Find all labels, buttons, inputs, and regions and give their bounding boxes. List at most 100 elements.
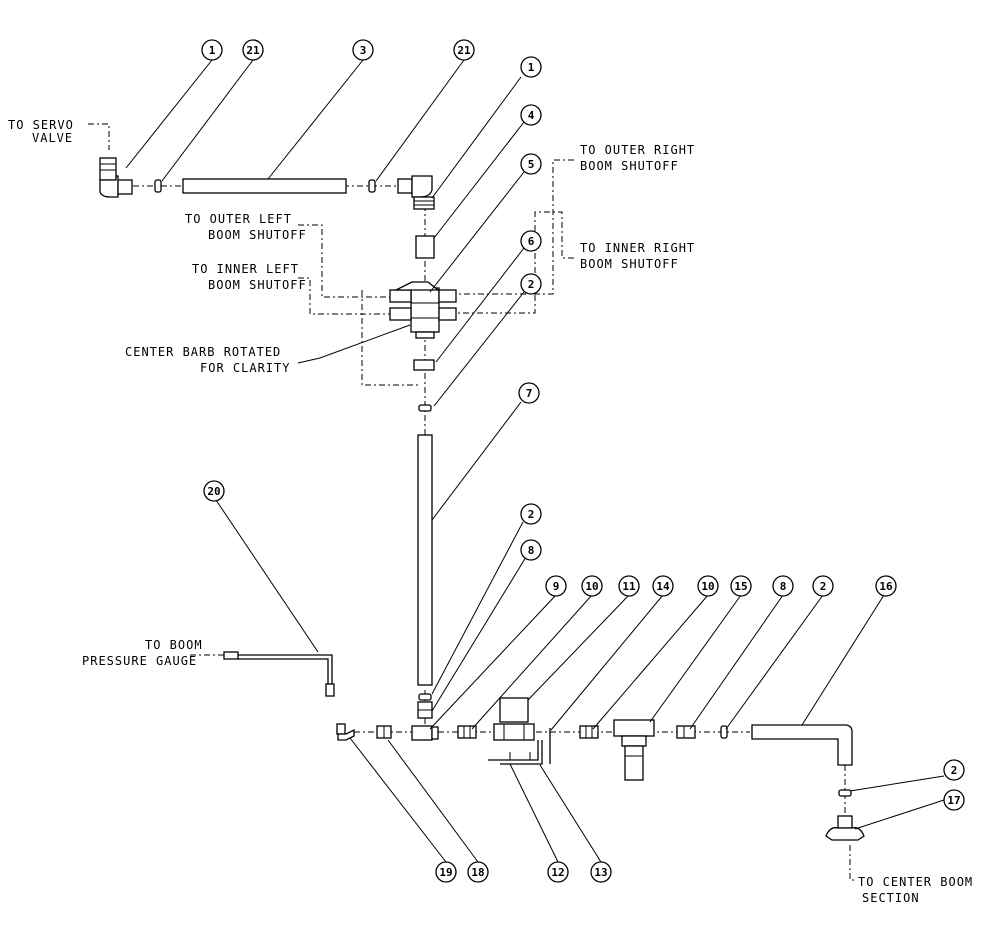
callout-21-right: 21 <box>453 39 475 61</box>
manifold-part-5 <box>389 281 457 339</box>
label-leader-lines <box>88 123 856 881</box>
barb-fitting-part-6 <box>413 359 435 371</box>
nipple-part-10-left <box>457 725 477 739</box>
label-inner-right-line1: TO INNER RIGHT <box>580 241 695 255</box>
callout-16: 16 <box>875 575 897 597</box>
callout-number: 8 <box>780 580 787 593</box>
tee-part-9 <box>411 725 439 741</box>
coupler-part-4 <box>415 235 435 259</box>
callout-number: 21 <box>457 44 471 57</box>
callout-number: 1 <box>209 44 216 57</box>
barb-nipple-part-8-horizontal <box>676 725 696 739</box>
callout-21-left: 21 <box>242 39 264 61</box>
callout-18: 18 <box>467 861 489 883</box>
callout-number: 21 <box>246 44 260 57</box>
callout-2-middle: 2 <box>520 503 542 525</box>
callout-10-left: 10 <box>581 575 603 597</box>
strainer-part-15 <box>613 719 655 781</box>
callout-number: 19 <box>439 866 452 879</box>
label-center-barb-line2: FOR CLARITY <box>200 361 290 375</box>
callout-number: 14 <box>656 580 670 593</box>
clamp-part-21-left <box>154 179 162 193</box>
label-servo-line1: TO SERVO <box>8 118 74 132</box>
callout-number: 3 <box>360 44 367 57</box>
callout-number: 6 <box>528 235 535 248</box>
callout-1-top-left: 1 <box>201 39 223 61</box>
callout-number: 10 <box>701 580 714 593</box>
callout-number: 8 <box>528 544 535 557</box>
label-inner-left-line1: TO INNER LEFT <box>192 262 299 276</box>
gauge-line-part-20 <box>223 651 335 697</box>
callout-17: 17 <box>943 789 965 811</box>
valve-part-11 <box>493 697 535 741</box>
callout-8-horizontal: 8 <box>772 575 794 597</box>
elbow-part-19 <box>336 723 355 741</box>
callout-1-right: 1 <box>520 56 542 78</box>
label-center-barb-rotated: CENTER BARB ROTATED FOR CLARITY <box>125 345 290 375</box>
clamp-part-21-right <box>368 179 376 193</box>
label-to-outer-right-boom-shutoff: TO OUTER RIGHT BOOM SHUTOFF <box>580 143 695 173</box>
label-center-boom-line1: TO CENTER BOOM <box>858 875 973 889</box>
callout-number: 11 <box>622 580 636 593</box>
label-to-inner-left-boom-shutoff: TO INNER LEFT BOOM SHUTOFF <box>192 262 306 292</box>
elbow-fitting-part-1-right <box>397 175 435 210</box>
callout-5: 5 <box>520 153 542 175</box>
nipple-part-18 <box>376 725 392 739</box>
label-center-barb-line1: CENTER BARB ROTATED <box>125 345 281 359</box>
callout-7: 7 <box>518 382 540 404</box>
callout-number: 5 <box>528 158 535 171</box>
label-to-outer-left-boom-shutoff: TO OUTER LEFT BOOM SHUTOFF <box>185 212 306 242</box>
callout-13: 13 <box>590 861 612 883</box>
callout-number: 2 <box>951 764 958 777</box>
callout-number: 2 <box>820 580 827 593</box>
callout-4: 4 <box>520 104 542 126</box>
callout-arrows <box>125 59 945 863</box>
elbow-fitting-part-1-left <box>99 157 133 198</box>
callout-number: 2 <box>528 278 535 291</box>
callout-number: 2 <box>528 508 535 521</box>
callout-number: 1 <box>528 61 535 74</box>
callout-19: 19 <box>435 861 457 883</box>
callout-9: 9 <box>545 575 567 597</box>
callout-11: 11 <box>618 575 640 597</box>
label-gauge-line2: PRESSURE GAUGE <box>82 654 197 668</box>
label-outer-right-line2: BOOM SHUTOFF <box>580 159 679 173</box>
bracket-part-12 <box>488 740 543 765</box>
coupler-part-17 <box>825 815 865 841</box>
callout-2-right: 2 <box>943 759 965 781</box>
callout-3: 3 <box>352 39 374 61</box>
callout-number: 12 <box>551 866 564 879</box>
callout-number: 17 <box>947 794 960 807</box>
callout-number: 9 <box>553 580 560 593</box>
callout-number: 7 <box>526 387 533 400</box>
callout-number: 15 <box>734 580 747 593</box>
hose-part-3 <box>182 178 347 194</box>
nipple-part-10-right <box>579 725 599 739</box>
label-to-servo-valve: TO SERVO VALVE <box>8 118 74 145</box>
label-gauge-line1: TO BOOM <box>145 638 203 652</box>
callout-12: 12 <box>547 861 569 883</box>
label-to-center-boom-section: TO CENTER BOOM SECTION <box>858 875 973 905</box>
callout-number: 20 <box>207 485 220 498</box>
callout-number: 10 <box>585 580 598 593</box>
callout-number: 16 <box>879 580 893 593</box>
callout-8-vertical: 8 <box>520 539 542 561</box>
label-inner-right-line2: BOOM SHUTOFF <box>580 257 679 271</box>
barb-nipple-part-8-vertical <box>417 701 433 719</box>
label-to-inner-right-boom-shutoff: TO INNER RIGHT BOOM SHUTOFF <box>580 241 695 271</box>
callout-10-right: 10 <box>697 575 719 597</box>
callout-number: 4 <box>528 109 535 122</box>
callout-20: 20 <box>203 480 225 502</box>
hose-part-7 <box>417 434 433 686</box>
callout-15: 15 <box>730 575 752 597</box>
clamp-part-2-horizontal <box>720 725 728 739</box>
label-outer-right-line1: TO OUTER RIGHT <box>580 143 695 157</box>
clamp-part-2-right <box>838 789 852 797</box>
label-center-boom-line2: SECTION <box>862 891 920 905</box>
label-to-boom-pressure-gauge: TO BOOM PRESSURE GAUGE <box>82 638 203 668</box>
callout-2-upper: 2 <box>520 273 542 295</box>
callout-number: 18 <box>471 866 484 879</box>
hose-part-16 <box>751 724 853 766</box>
callout-2-horizontal: 2 <box>812 575 834 597</box>
